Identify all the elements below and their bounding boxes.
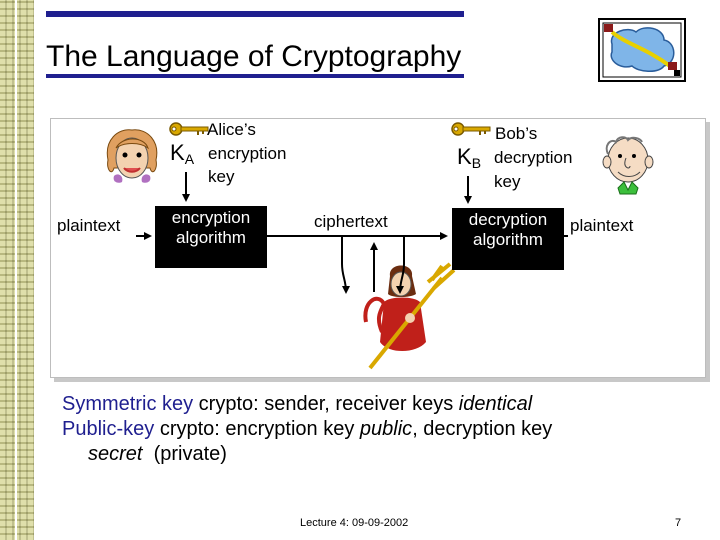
decryption-algorithm-line2: algorithm [473, 230, 543, 249]
bob-key-word: key [494, 172, 521, 191]
bob-key-label: Bob’s [495, 124, 538, 143]
trudy-devil-icon [363, 262, 456, 370]
bob-face-icon [602, 136, 654, 195]
title-rule-top [46, 11, 464, 17]
bob-key-icon [451, 122, 491, 136]
encryption-algorithm-line2: algorithm [176, 228, 246, 247]
bullet-list: Symmetric key crypto: sender, receiver k… [62, 392, 552, 467]
alice-key-label: Alice’s [207, 120, 256, 139]
bob-key-type: decryption [494, 148, 573, 167]
margin-pattern [0, 0, 34, 540]
bob-key-symbol: KB [457, 144, 482, 172]
encryption-algorithm-line1: encryption [171, 208, 251, 227]
bob-plaintext: plaintext [570, 216, 634, 235]
bullet-public-continued: secret (private) [62, 442, 552, 467]
footer-lecture: Lecture 4: 09-09-2002 [300, 517, 409, 529]
alice-plaintext: plaintext [57, 216, 121, 235]
bullet-symmetric-text: crypto: sender, receiver keys [193, 393, 459, 415]
encryption-algorithm-box: encryption algorithm [155, 206, 267, 268]
slide-title: The Language of Cryptography [46, 40, 462, 73]
decryption-algorithm-box: decryption algorithm [452, 208, 564, 270]
alice-key-icon [169, 122, 209, 136]
bullet-symmetric-italic: identical [458, 393, 533, 415]
bullet-public: Public-key crypto: encryption key public… [62, 417, 552, 442]
title-rule-bottom [46, 74, 464, 78]
public-key-term: Public-key [62, 418, 155, 440]
alice-face-icon [106, 129, 158, 183]
symmetric-key-term: Symmetric key [62, 393, 194, 415]
bullet-symmetric: Symmetric key crypto: sender, receiver k… [62, 392, 552, 417]
alice-key-word: key [208, 167, 235, 186]
network-cloud-icon [598, 18, 686, 82]
decryption-algorithm-line1: decryption [468, 210, 548, 229]
eavesdrop-arrow-right [396, 236, 405, 294]
eavesdrop-arrow-left [341, 236, 350, 294]
page-number: 7 [675, 517, 682, 529]
bullet-public-italic1: public [359, 418, 413, 440]
bullet-public-italic2: secret [88, 443, 143, 465]
alice-key-type: encryption [208, 144, 287, 163]
alice-key-symbol: KA [170, 140, 195, 168]
bullet-public-text1: crypto: encryption key [154, 418, 360, 440]
bullet-public-text2: , decryption key [412, 418, 553, 440]
ciphertext-label: ciphertext [314, 212, 388, 231]
bullet-public-text3: (private) [142, 443, 227, 465]
